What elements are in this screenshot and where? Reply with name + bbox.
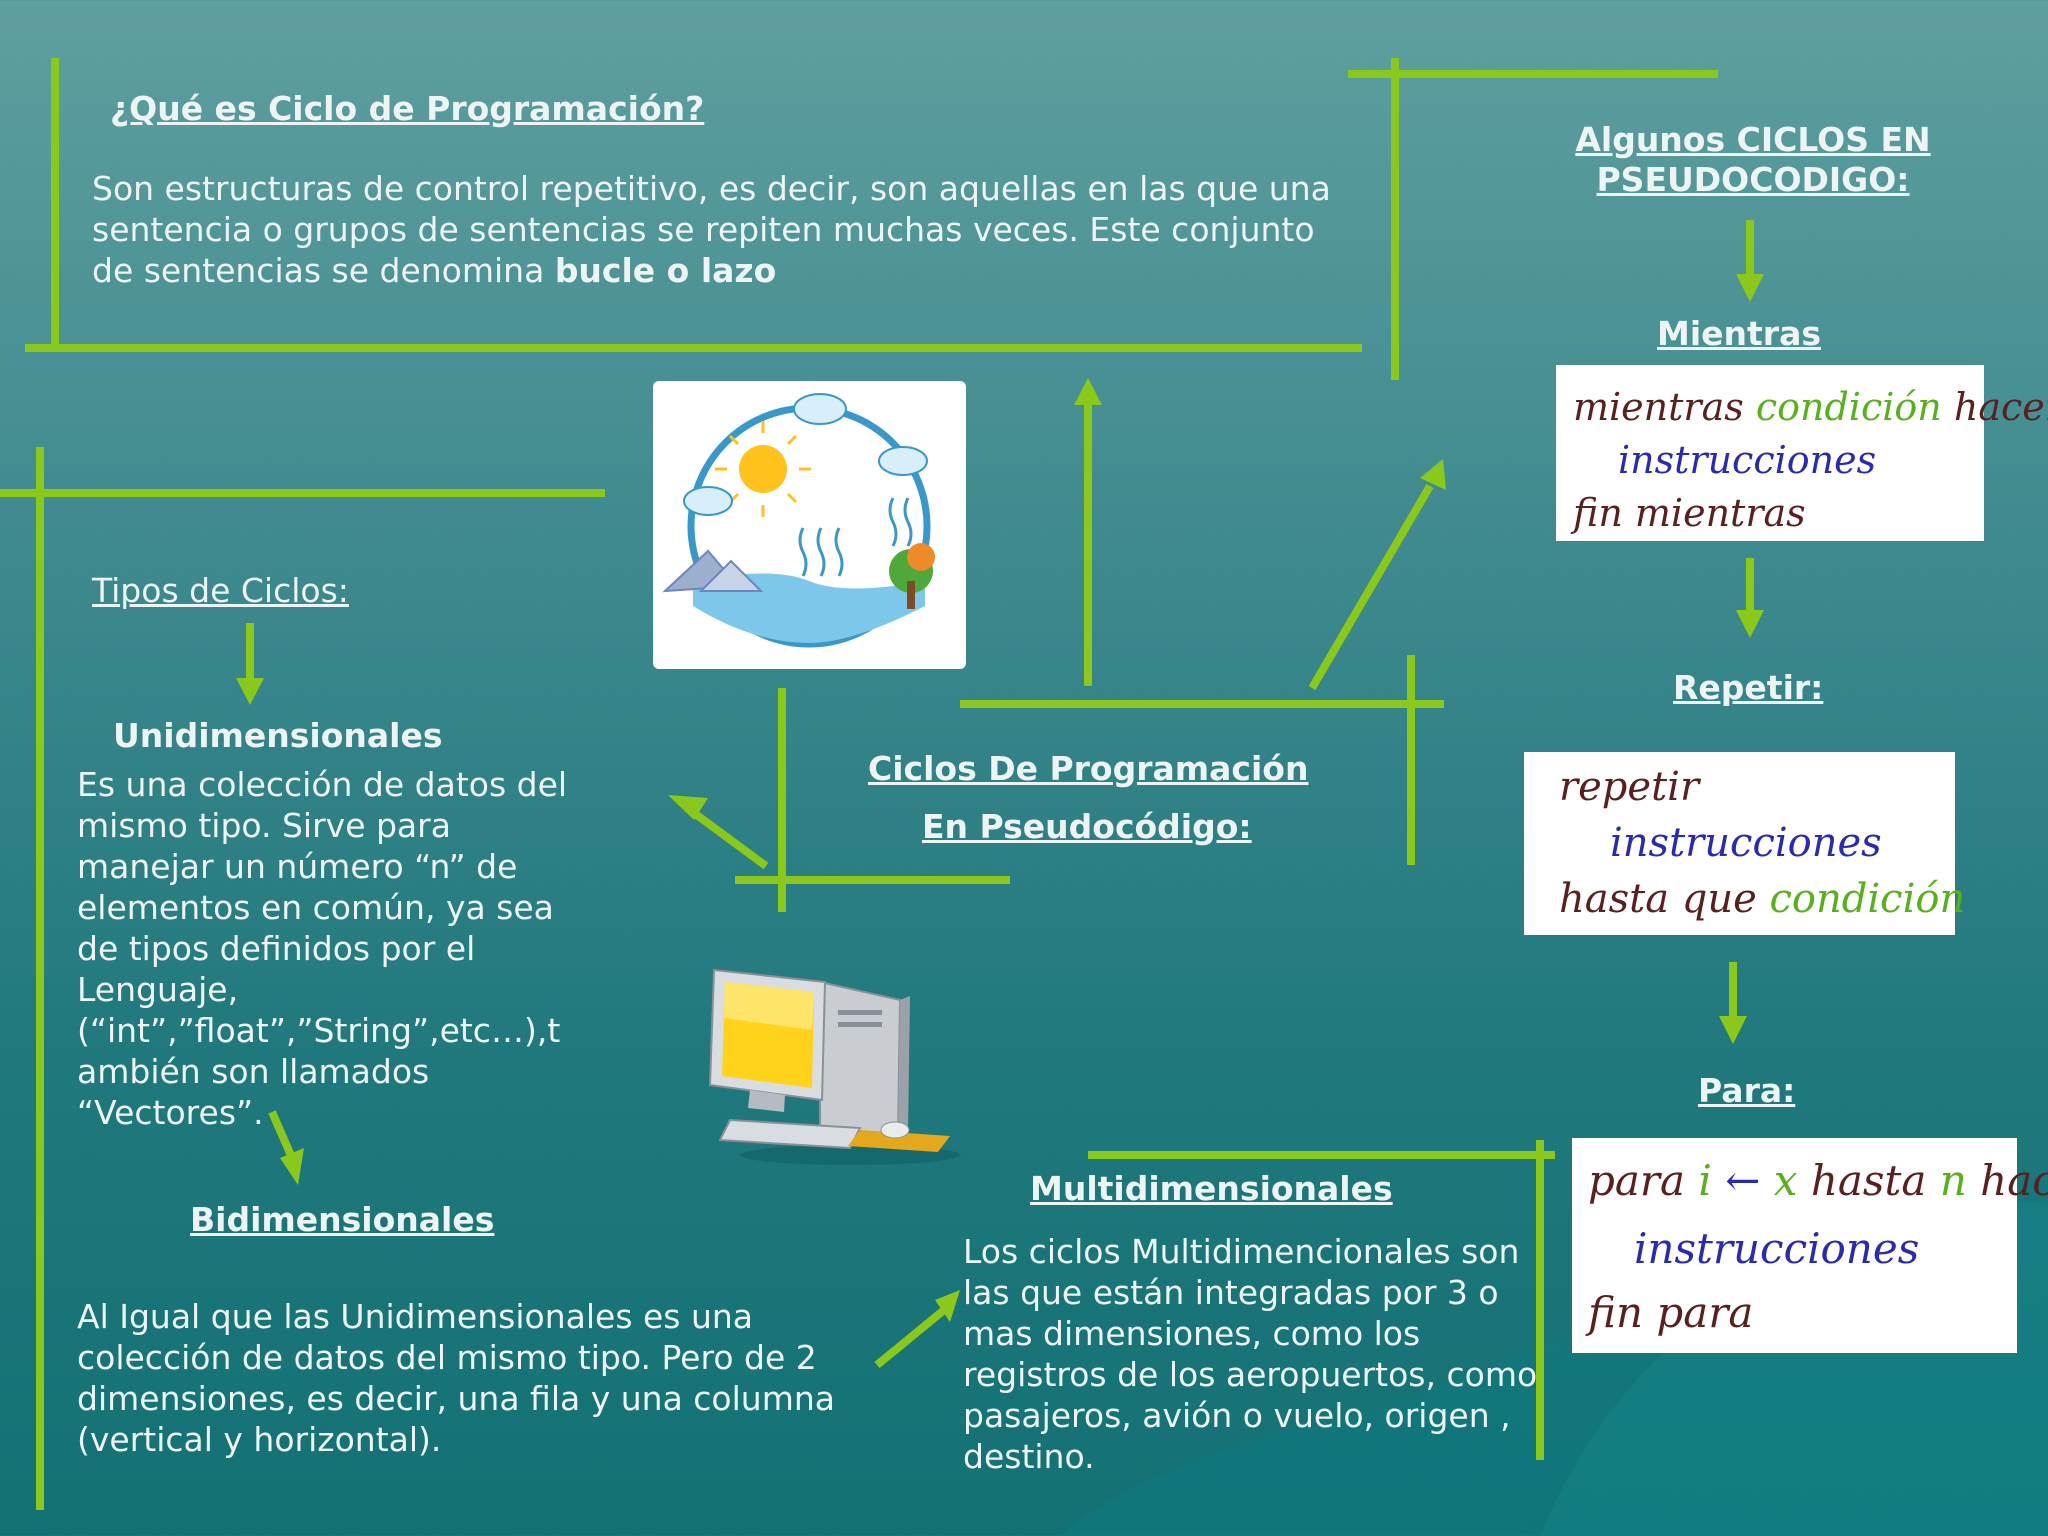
assign-arrow: ← bbox=[1725, 1156, 1761, 1205]
water-cycle-illustration bbox=[653, 381, 966, 669]
uni-title: Unidimensionales bbox=[113, 716, 443, 755]
repetir-line-1: repetir bbox=[1559, 764, 1700, 810]
para-line-3: fin para bbox=[1588, 1288, 1754, 1337]
kw-hasta-que: hasta que bbox=[1559, 876, 1757, 922]
mientras-line-3: fin mientras bbox=[1573, 491, 1806, 535]
intro-body: Son estructuras de control repetitivo, e… bbox=[92, 168, 1352, 291]
var-n: n bbox=[1939, 1156, 1967, 1205]
cond-text: condición bbox=[1769, 876, 1966, 922]
bi-title: Bidimensionales bbox=[190, 1200, 495, 1239]
kw-hacer: hacer bbox=[1980, 1156, 2048, 1205]
var-i: i bbox=[1698, 1156, 1712, 1205]
intro-body-text: Son estructuras de control repetitivo, e… bbox=[92, 169, 1331, 290]
para-line-1: para i ← x hasta n hacer bbox=[1588, 1156, 2048, 1205]
intro-title: ¿Qué es Ciclo de Programación? bbox=[110, 89, 705, 128]
multi-title: Multidimensionales bbox=[1030, 1169, 1393, 1208]
kw-hacer: hacer bbox=[1953, 385, 2048, 429]
repetir-line-2: instrucciones bbox=[1610, 820, 1882, 866]
repetir-title: Repetir: bbox=[1673, 668, 1824, 707]
pseudo-header-line1: Algunos CICLOS EN bbox=[1575, 120, 1931, 159]
mientras-code-block: mientras condición hacer instrucciones f… bbox=[1556, 365, 2048, 541]
para-title: Para: bbox=[1698, 1071, 1796, 1110]
uni-body: Es una colección de datos del mismo tipo… bbox=[77, 765, 568, 1132]
kw-para: para bbox=[1588, 1156, 1686, 1205]
kw-mientras: mientras bbox=[1573, 385, 1744, 429]
mientras-title: Mientras bbox=[1657, 314, 1821, 353]
mientras-line-1: mientras condición hacer bbox=[1573, 385, 2048, 429]
para-code-block: para i ← x hasta n hacer instrucciones f… bbox=[1572, 1138, 2048, 1353]
cond-text: condición bbox=[1755, 385, 1942, 429]
bi-body: Al Igual que las Unidimensionales es una… bbox=[77, 1297, 835, 1459]
multi-body: Los ciclos Multidimencionales son las qu… bbox=[963, 1232, 1538, 1476]
para-line-2: instrucciones bbox=[1634, 1224, 1920, 1273]
center-title-line1: Ciclos De Programación bbox=[868, 749, 1309, 788]
desktop-computer-icon bbox=[700, 960, 960, 1165]
pseudo-header-line2: PSEUDOCODIGO: bbox=[1596, 160, 1910, 199]
intro-body-bold: bucle o lazo bbox=[554, 251, 777, 290]
center-title-line2: En Pseudocódigo: bbox=[922, 807, 1252, 846]
var-x: x bbox=[1773, 1156, 1798, 1205]
mientras-line-2: instrucciones bbox=[1618, 438, 1877, 482]
repetir-line-3: hasta que condición bbox=[1559, 876, 1965, 922]
kw-hasta: hasta bbox=[1810, 1156, 1927, 1205]
tipos-label: Tipos de Ciclos: bbox=[92, 571, 349, 610]
repetir-code-block: repetir instrucciones hasta que condició… bbox=[1524, 752, 1965, 935]
